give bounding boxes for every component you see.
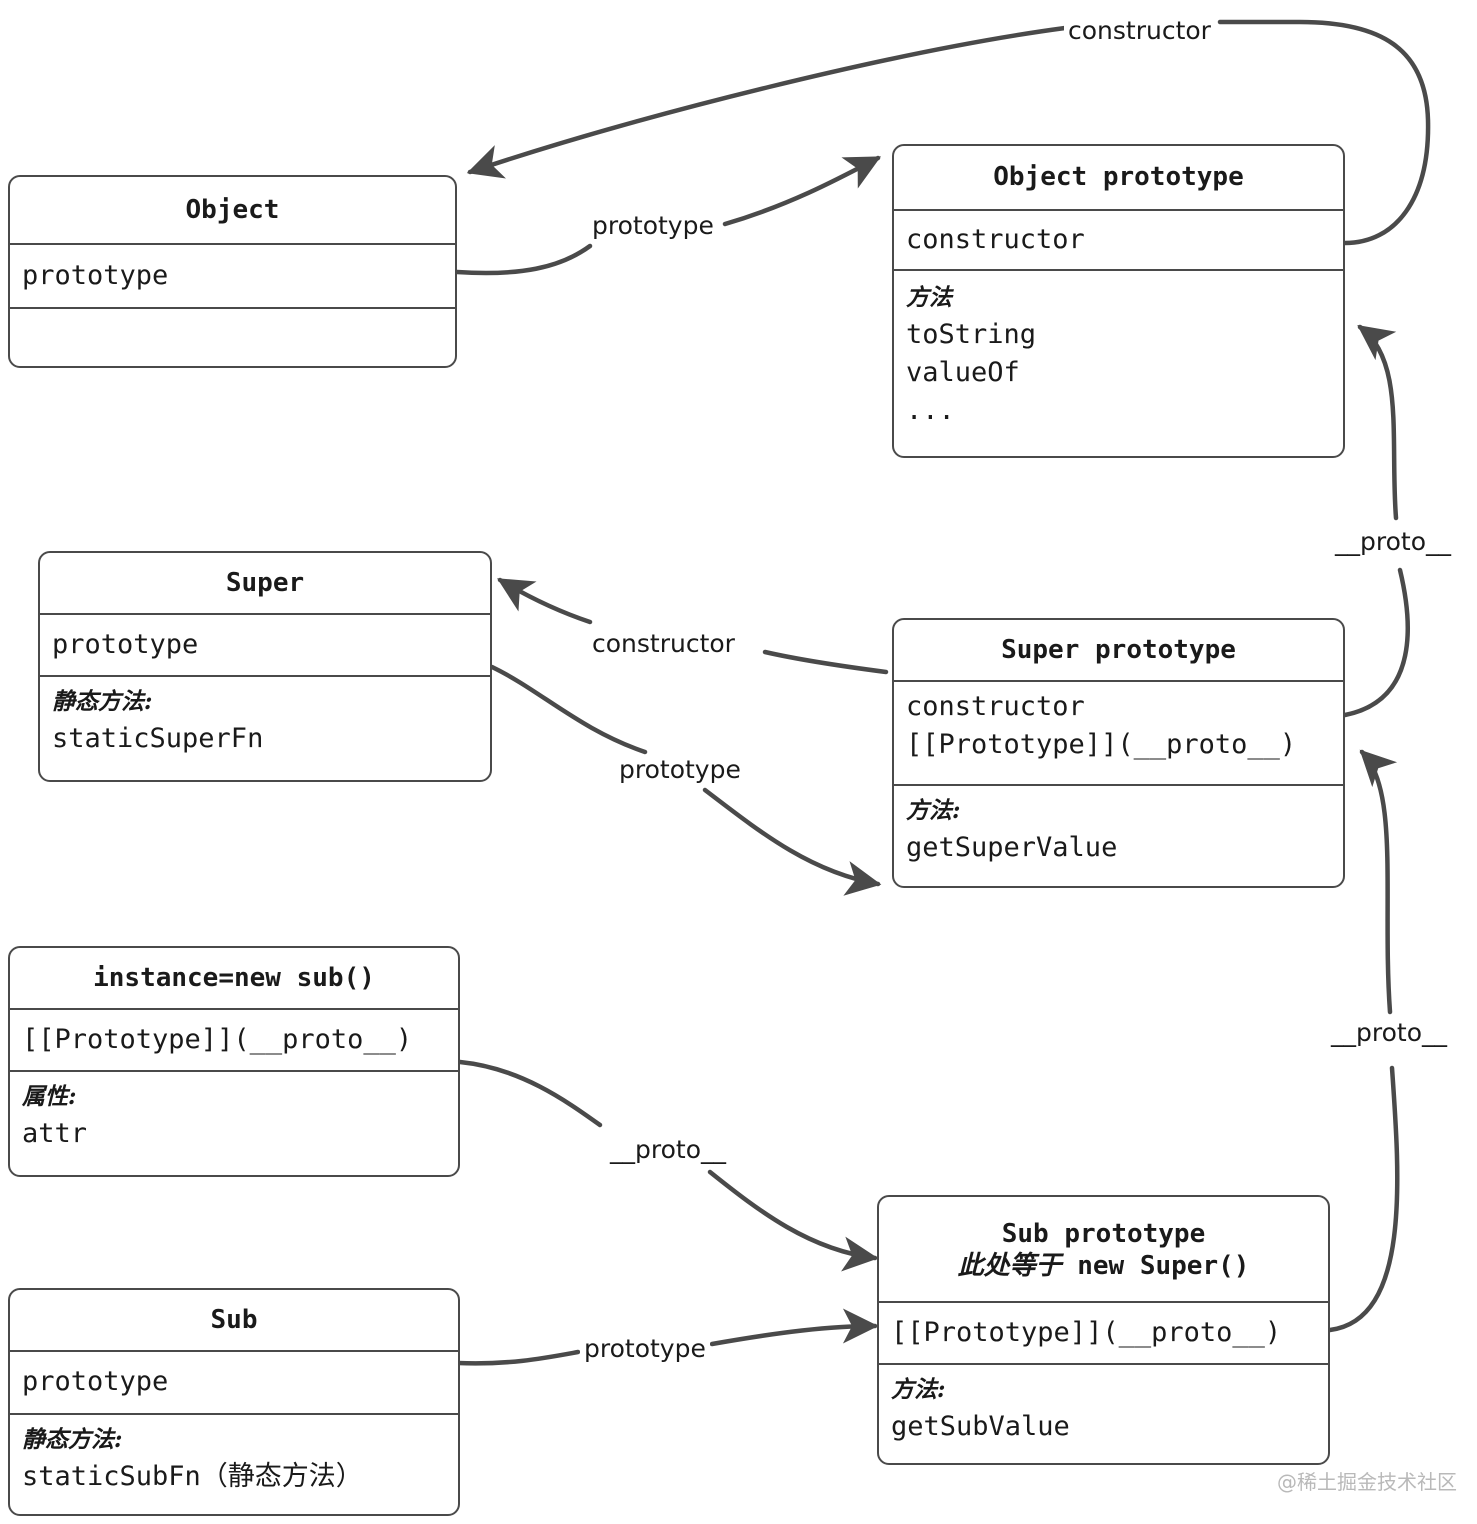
node-object-properties: prototype	[10, 243, 455, 307]
edge-subproto-proto-superproto	[1327, 1065, 1400, 1333]
node-sub-prototype-title-line2: 此处等于 new Super()	[891, 1250, 1316, 1283]
node-super-prototype[interactable]: Super prototype constructor [[Prototype]…	[892, 618, 1345, 888]
node-sub-row-prototype: prototype	[22, 1366, 169, 1398]
edge-sub-prototype-subproto-head	[709, 1308, 879, 1347]
node-super-prototype-properties: constructor [[Prototype]](__proto__)	[894, 680, 1343, 784]
node-super-prototype-methods-label: 方法:	[906, 797, 961, 824]
node-object-header: Object	[10, 177, 455, 243]
node-sub-prototype-row-proto: [[Prototype]](__proto__)	[891, 1316, 1282, 1348]
node-sub-statics: 静态方法: staticSubFn（静态方法）	[10, 1413, 458, 1514]
node-sub-prototype-title-line2-cn: 此处等于	[957, 1251, 1062, 1281]
edge-superproto-constructor-super-head	[497, 577, 593, 625]
node-object-prototype-row-constructor: constructor	[906, 223, 1085, 255]
node-sub-prototype-header: Sub prototype 此处等于 new Super()	[879, 1197, 1328, 1301]
node-object-prototype-title: Object prototype	[993, 162, 1244, 193]
node-super-title: Super	[225, 567, 305, 598]
node-object-prototype-constructor: constructor	[894, 209, 1343, 269]
node-sub[interactable]: Sub prototype 静态方法: staticSubFn（静态方法）	[8, 1288, 460, 1516]
edge-object-prototype-objproto-head	[722, 155, 881, 227]
node-super-header: Super	[40, 553, 490, 613]
edge-label-object-prototype-objproto: prototype	[588, 211, 718, 240]
node-sub-title: Sub	[210, 1304, 258, 1335]
node-super-statics-label: 静态方法:	[52, 688, 153, 715]
node-instance-header: instance=new sub()	[10, 948, 458, 1008]
node-super-prototype-method-getsupervalue: getSuperValue	[906, 831, 1118, 863]
edge-label-sub-prototype-subproto: prototype	[580, 1334, 710, 1363]
node-super[interactable]: Super prototype 静态方法: staticSuperFn	[38, 551, 492, 782]
node-object-prototype-methods: 方法 toString valueOf ...	[894, 269, 1343, 456]
edge-objproto-constructor-object	[1217, 19, 1431, 246]
node-object-prototype-header: Object prototype	[894, 146, 1343, 209]
node-instance-proto: [[Prototype]](__proto__)	[10, 1008, 458, 1070]
node-object-prototype[interactable]: Object prototype constructor 方法 toString…	[892, 144, 1345, 458]
node-object-title: Object	[185, 194, 280, 225]
node-super-prototype-title: Super prototype	[1001, 634, 1236, 665]
node-object-empty	[10, 307, 455, 366]
node-sub-statics-label: 静态方法:	[22, 1426, 123, 1453]
edge-superproto-proto-objproto-head	[1357, 324, 1399, 521]
edge-label-objproto-constructor-object: constructor	[1064, 16, 1215, 45]
node-sub-prototype-title-line1: Sub prototype	[1001, 1218, 1206, 1249]
edge-objproto-constructor-object-tail	[466, 25, 1068, 179]
edge-label-instance-proto-subproto: __proto__	[606, 1135, 730, 1164]
node-sub-prototype-proto: [[Prototype]](__proto__)	[879, 1301, 1328, 1363]
node-instance-attr-attr: attr	[22, 1117, 88, 1149]
node-super-prototype-row-constructor: constructor	[906, 691, 1085, 722]
edge-label-subproto-proto-superproto: __proto__	[1327, 1018, 1451, 1047]
node-sub-prototype-title-line2-code: new Super()	[1077, 1251, 1250, 1281]
node-sub-prototype-methods-label: 方法:	[891, 1376, 946, 1403]
edge-object-prototype-objproto	[454, 243, 593, 276]
node-instance[interactable]: instance=new sub() [[Prototype]](__proto…	[8, 946, 460, 1177]
node-object[interactable]: Object prototype	[8, 175, 457, 368]
node-object-prototype-method-valueof: valueOf	[906, 356, 1020, 388]
edge-superproto-constructor-super	[762, 649, 889, 675]
edge-super-prototype-superproto	[489, 664, 648, 755]
edge-label-superproto-proto-objproto: __proto__	[1331, 527, 1455, 556]
node-instance-attrs-label: 属性:	[22, 1083, 77, 1110]
node-super-static-staticsuperfn: staticSuperFn	[52, 722, 264, 754]
edge-sub-prototype-subproto	[455, 1349, 581, 1366]
edge-super-prototype-superproto-head	[702, 787, 882, 896]
node-sub-prototype[interactable]: Sub prototype 此处等于 new Super() [[Prototy…	[877, 1195, 1330, 1465]
node-sub-prototype-method-getsubvalue: getSubValue	[891, 1410, 1070, 1442]
node-object-prototype-method-tostring: toString	[906, 318, 1037, 350]
node-object-prototype-methods-label: 方法	[906, 284, 952, 311]
edge-label-super-prototype-superproto: prototype	[615, 755, 745, 784]
node-sub-header: Sub	[10, 1290, 458, 1350]
node-sub-properties: prototype	[10, 1350, 458, 1413]
edge-instance-proto-subproto-head	[707, 1169, 879, 1272]
node-super-properties: prototype	[40, 613, 490, 675]
node-super-statics: 静态方法: staticSuperFn	[40, 675, 490, 780]
watermark: @稀土掘金技术社区	[1277, 1470, 1457, 1494]
node-super-prototype-methods: 方法: getSuperValue	[894, 784, 1343, 886]
node-super-row-prototype: prototype	[52, 628, 199, 660]
node-instance-attrs: 属性: attr	[10, 1070, 458, 1175]
node-object-prototype-method-ellipsis: ...	[906, 395, 955, 427]
node-sub-prototype-title: Sub prototype 此处等于 new Super()	[891, 1218, 1316, 1283]
node-super-prototype-row-proto: [[Prototype]](__proto__)	[906, 729, 1297, 761]
node-sub-prototype-methods: 方法: getSubValue	[879, 1363, 1328, 1463]
node-instance-title: instance=new sub()	[93, 962, 375, 993]
node-object-row-prototype: prototype	[22, 259, 169, 291]
edge-superproto-proto-objproto	[1342, 567, 1410, 718]
edge-label-superproto-constructor-super: constructor	[588, 629, 739, 658]
node-sub-static-staticsubfn: staticSubFn（静态方法）	[22, 1460, 363, 1492]
edge-subproto-proto-superproto-head	[1359, 749, 1398, 1015]
node-instance-row-proto: [[Prototype]](__proto__)	[22, 1023, 413, 1055]
node-super-prototype-header: Super prototype	[894, 620, 1343, 680]
edge-instance-proto-subproto	[457, 1059, 603, 1128]
